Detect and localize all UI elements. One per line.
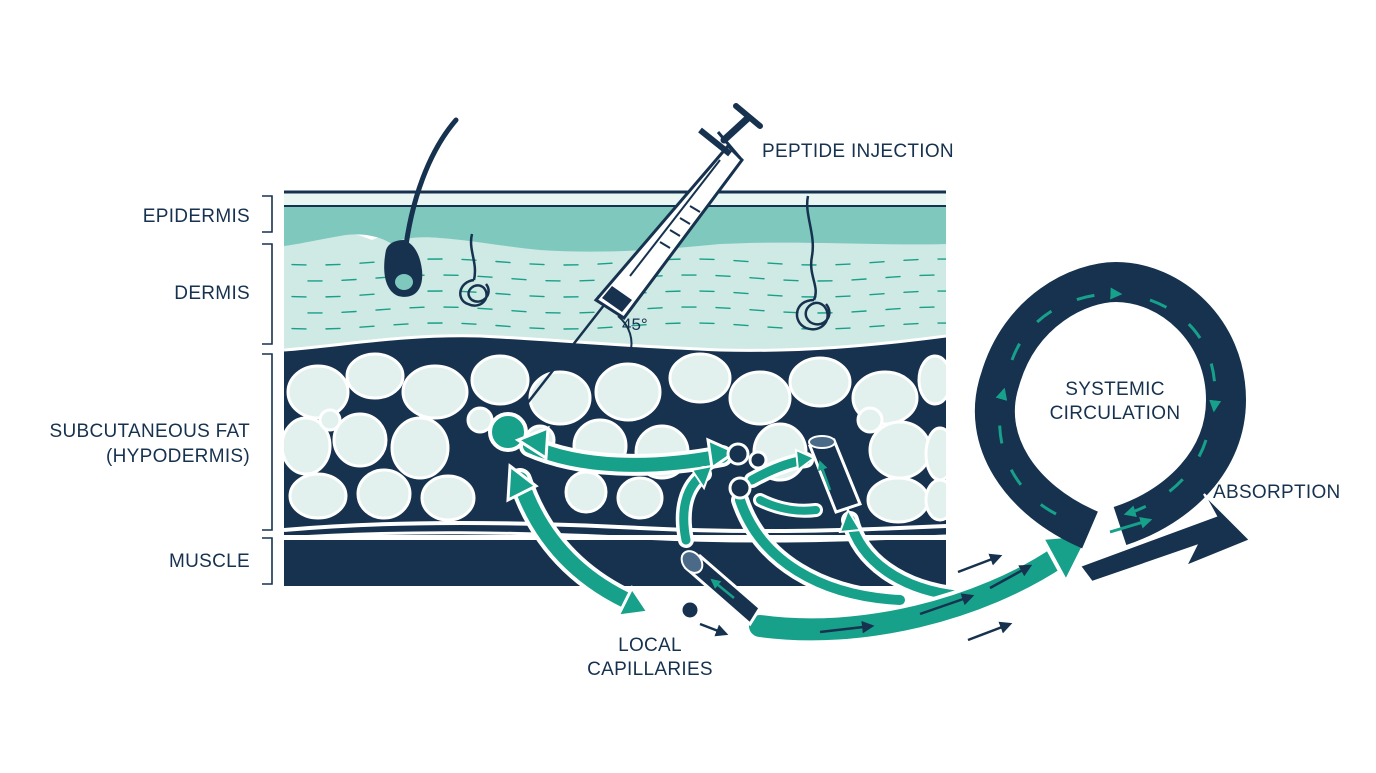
dermis-fiber xyxy=(734,293,748,294)
bracket-muscle xyxy=(262,538,272,584)
label-absorption: ABSORPTION xyxy=(1213,481,1341,505)
fat-cell xyxy=(670,354,730,402)
fat-cell xyxy=(290,474,346,518)
dermis-fiber xyxy=(512,311,526,312)
label-systemic: SYSTEMIC xyxy=(1040,378,1190,402)
fat-cell xyxy=(392,418,448,478)
dermis-fiber xyxy=(512,279,526,280)
circulation-loop-icon xyxy=(995,282,1250,582)
bracket-dermis xyxy=(262,244,272,344)
dermis-fiber xyxy=(904,260,918,261)
bracket-subcutaneous xyxy=(262,354,272,530)
dermis-fiber xyxy=(836,264,850,265)
fat-cell xyxy=(870,422,930,478)
dermis-fiber xyxy=(886,277,900,278)
label-muscle: MUSCLE xyxy=(169,550,250,574)
dermis-fiber xyxy=(478,276,492,277)
dermis-fiber xyxy=(836,296,850,297)
dermis-fiber xyxy=(580,280,594,281)
label-peptide-injection: PEPTIDE INJECTION xyxy=(762,140,954,164)
fat-cell xyxy=(596,364,660,420)
dermis-fiber xyxy=(342,280,356,281)
fat-cell xyxy=(334,414,386,466)
fat-cell xyxy=(919,356,951,404)
dermis-fiber xyxy=(410,307,424,308)
fat-cell xyxy=(358,470,410,518)
fat-cell xyxy=(566,472,606,512)
dermis-fiber xyxy=(734,261,748,262)
dermis-fiber xyxy=(852,279,866,280)
fat-cell xyxy=(403,366,467,418)
dermis-fiber xyxy=(768,263,782,264)
label-capillaries: CAPILLARIES xyxy=(580,658,720,682)
fat-cell xyxy=(530,372,590,424)
fat-cell xyxy=(618,478,662,518)
dermis-fiber xyxy=(836,328,850,329)
dermis-fiber xyxy=(852,311,866,312)
dermis-fiber xyxy=(768,327,782,328)
skin-surface xyxy=(284,192,946,206)
fat-cell xyxy=(288,366,348,418)
dermis-fiber xyxy=(598,263,612,264)
bracket-epidermis xyxy=(262,196,272,232)
layer-brackets xyxy=(262,196,272,584)
dermis-fiber xyxy=(886,309,900,310)
dermis-fiber xyxy=(734,325,748,326)
dermis-fiber xyxy=(478,308,492,309)
dermis-fiber xyxy=(342,312,356,313)
dermis-fiber xyxy=(530,264,544,265)
dermis-fiber xyxy=(580,312,594,313)
fat-cell xyxy=(730,372,790,424)
dermis-fiber xyxy=(598,327,612,328)
fat-cell xyxy=(926,480,954,520)
muscle-layer xyxy=(284,540,946,586)
fat-cell xyxy=(472,356,528,404)
label-epidermis: EPIDERMIS xyxy=(143,205,250,229)
fat-cell xyxy=(926,428,954,480)
fat-cell xyxy=(790,358,850,406)
label-circulation: CIRCULATION xyxy=(1040,402,1190,426)
dermis-fiber xyxy=(394,324,408,325)
fat-cell xyxy=(347,354,403,398)
label-dermis: DERMIS xyxy=(174,282,250,306)
dermis-fiber xyxy=(904,292,918,293)
fat-cell xyxy=(868,478,928,522)
dermis-fiber xyxy=(530,296,544,297)
angle-label: 45° xyxy=(622,315,648,334)
dermis-fiber xyxy=(462,323,476,324)
fat-cell xyxy=(422,476,474,520)
fat-cell xyxy=(320,410,340,430)
dermis-fiber xyxy=(716,276,730,277)
label-hypodermis: (HYPODERMIS) xyxy=(106,445,250,469)
dermis-fiber xyxy=(648,308,662,309)
fat-cell xyxy=(858,408,882,432)
dermis-fiber xyxy=(768,295,782,296)
dermis-fiber xyxy=(784,280,798,281)
dermis-fiber xyxy=(716,308,730,309)
label-local: LOCAL xyxy=(600,634,700,658)
dermis-fiber xyxy=(530,328,544,329)
dermis-fiber xyxy=(904,324,918,325)
label-subcutaneous-fat: SUBCUTANEOUS FAT xyxy=(50,420,250,444)
